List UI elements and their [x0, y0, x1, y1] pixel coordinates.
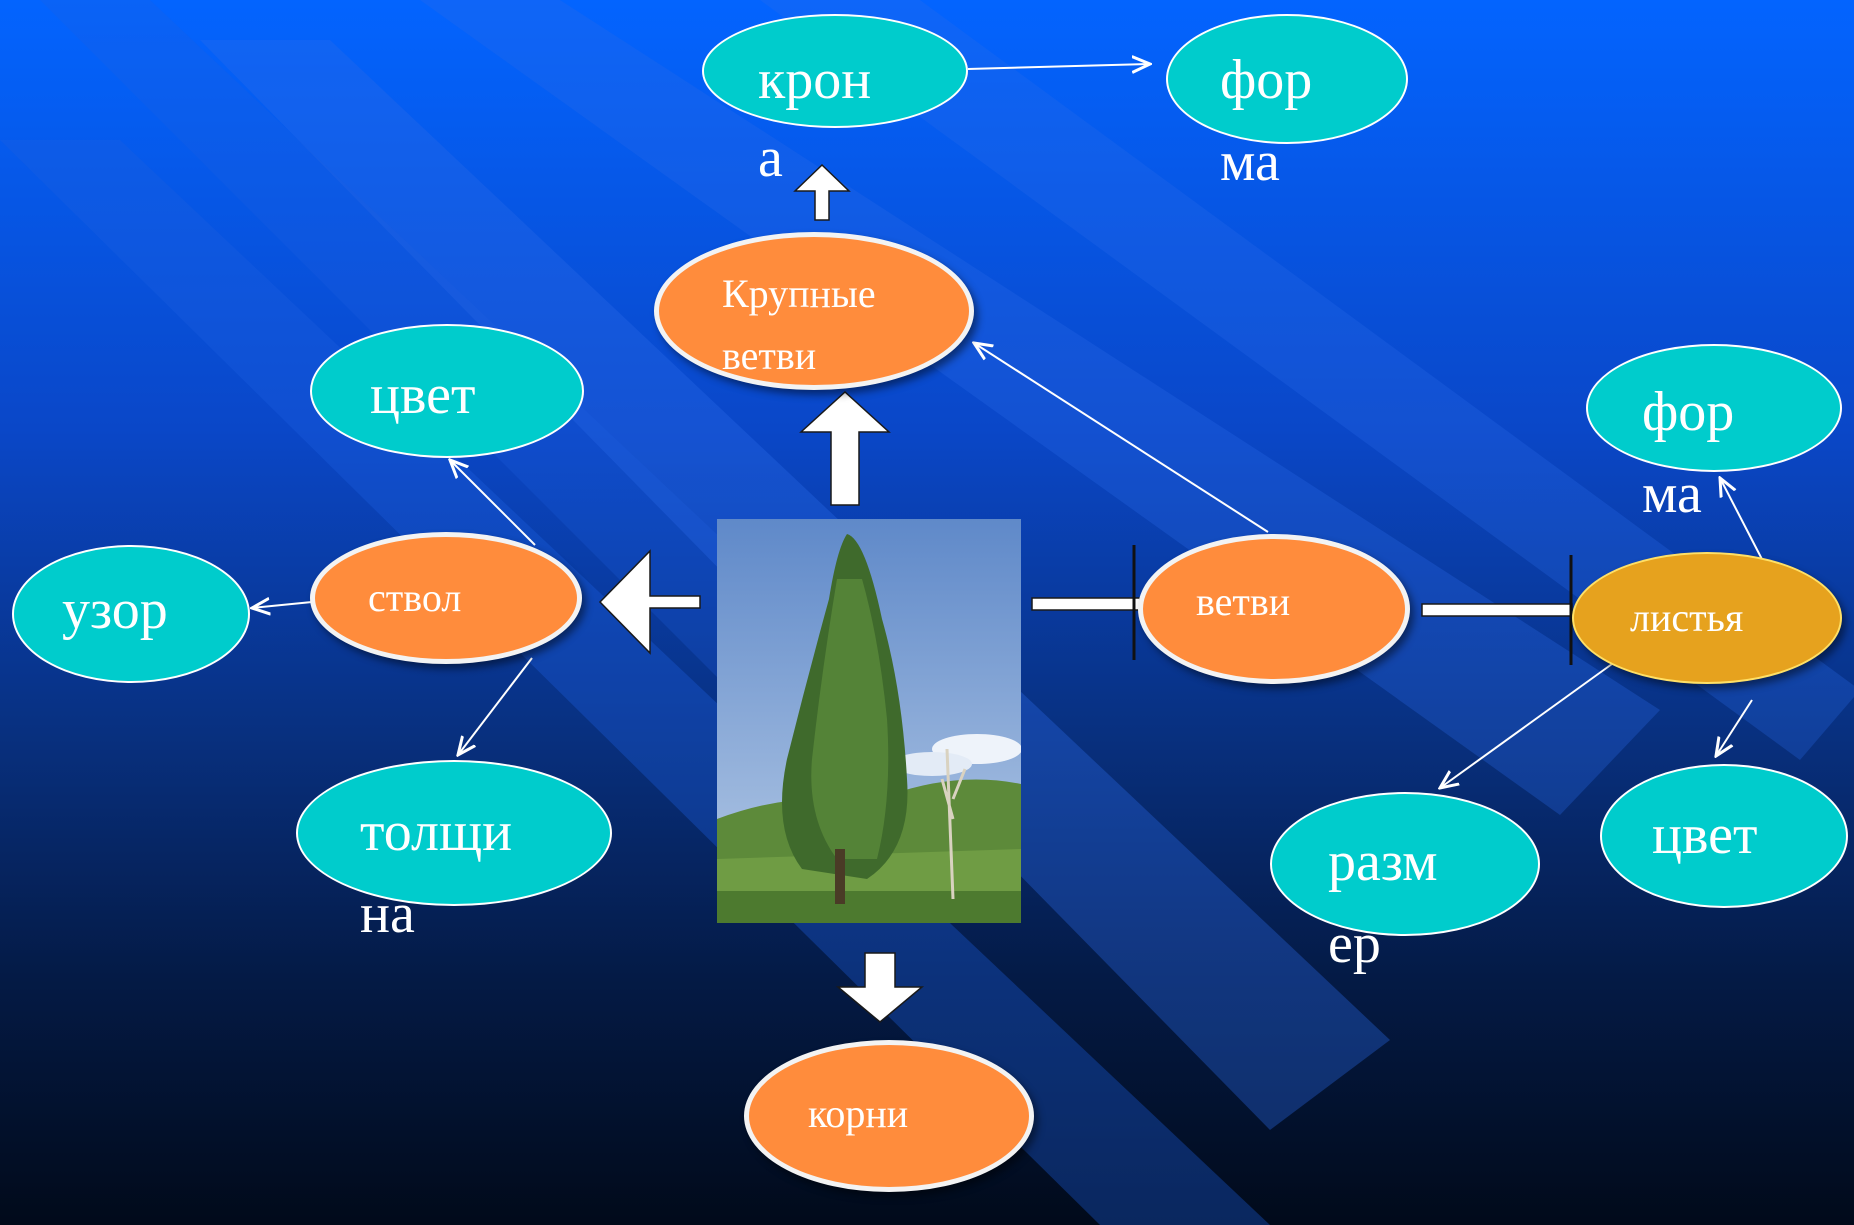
node-tolshchina	[296, 760, 612, 906]
node-krupnye-vetvi-line2: ветви	[722, 333, 817, 378]
node-uzor	[12, 545, 250, 683]
node-forma-right-line2: ма	[1642, 463, 1702, 525]
node-forma-right	[1586, 344, 1842, 472]
node-cvet-right-label: цвет	[1652, 804, 1758, 866]
node-krona	[702, 14, 968, 128]
node-tolshchina-line1: толщи	[360, 801, 513, 863]
node-forma-top-line2: ма	[1220, 131, 1280, 193]
node-stvol-label: ствол	[368, 575, 462, 620]
node-vetvi-label: ветви	[1196, 579, 1291, 624]
node-vetvi	[1138, 534, 1410, 684]
node-listya-label: листья	[1630, 595, 1744, 640]
node-cvet-left-label: цвет	[370, 364, 476, 426]
node-forma-right-line1: фор	[1642, 381, 1735, 443]
node-krona-line2: а	[758, 127, 783, 189]
node-razmer-line1: разм	[1328, 831, 1438, 893]
node-cvet-left	[310, 324, 584, 458]
node-stvol	[310, 532, 582, 664]
node-krona-line1: крон	[758, 49, 872, 111]
node-forma-top	[1166, 14, 1408, 144]
node-razmer	[1270, 792, 1540, 936]
node-uzor-label: узор	[62, 579, 168, 641]
node-listya	[1572, 552, 1842, 684]
node-cvet-right	[1600, 764, 1848, 908]
node-tolshchina-line2: на	[360, 883, 415, 945]
node-krupnye-vetvi-line1: Крупные	[722, 271, 876, 316]
tree-photo	[717, 519, 1021, 923]
node-razmer-line2: ер	[1328, 913, 1381, 975]
node-forma-top-line1: фор	[1220, 49, 1313, 111]
node-korni-label: корни	[808, 1091, 909, 1136]
node-korni	[744, 1040, 1034, 1192]
node-krupnye-vetvi	[654, 232, 974, 390]
